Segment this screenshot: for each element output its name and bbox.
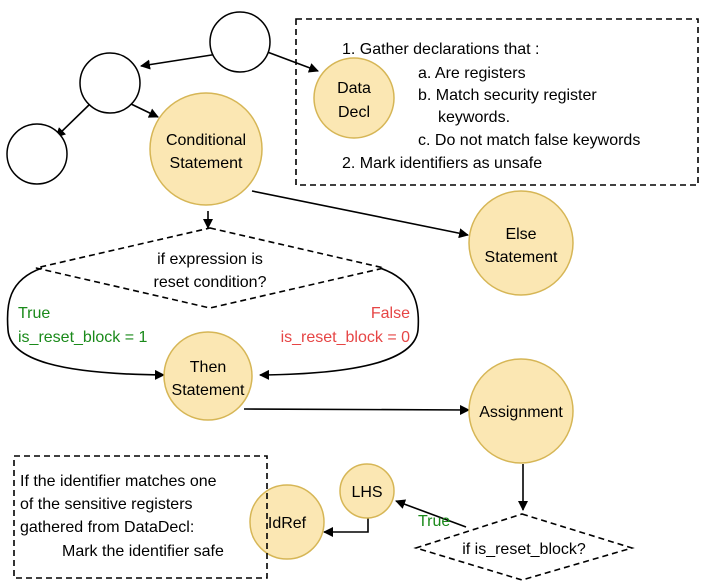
edge-then-to-assignment (243, 404, 470, 415)
node-conditional-statement: Conditional Statement (149, 92, 263, 206)
edge-decision2-to-lhs (395, 499, 467, 528)
decision-is-reset-block: if is_reset_block? (413, 513, 635, 581)
conditional-label-1: Conditional (166, 132, 246, 149)
false-assignment-label: is_reset_block = 0 (281, 329, 411, 346)
note-idref: If the identifier matches one of the sen… (13, 455, 268, 579)
node-assignment: Assignment (468, 358, 574, 464)
edge-false-to-then (259, 267, 420, 380)
edges (6, 49, 528, 537)
note1-line-4: keywords. (438, 109, 510, 126)
white-node-left (79, 52, 141, 114)
node-idref: IdRef (249, 484, 325, 560)
conditional-label-2: Statement (170, 155, 243, 172)
node-else-statement: Else Statement (468, 190, 574, 296)
node-then-statement: Then Statement (163, 331, 253, 421)
decision1-label-1: if expression is (157, 251, 263, 268)
edge-root-to-datadecl (261, 49, 319, 73)
note1-line-5: c. Do not match false keywords (418, 132, 640, 149)
lhs-label: LHS (351, 484, 382, 501)
decision-reset-condition: if expression is reset condition? (35, 227, 385, 309)
note1-line-1: 1. Gather declarations that : (342, 41, 539, 58)
edge-left-to-conditional (128, 102, 159, 118)
true-label: True (18, 305, 50, 322)
true-assignment-label: is_reset_block = 1 (18, 329, 148, 346)
note-data-decl: 1. Gather declarations that : a. Are reg… (295, 18, 699, 186)
note2-line-4: Mark the identifier safe (62, 543, 224, 560)
edge-conditional-to-else (251, 190, 469, 239)
note2-line-1: If the identifier matches one (20, 473, 217, 490)
data-decl-label-1: Data (337, 80, 371, 97)
then-label-1: Then (190, 359, 226, 376)
idref-label: IdRef (268, 515, 307, 532)
edge-true-to-then (6, 267, 165, 380)
edge-root-to-left (140, 53, 219, 70)
true-bottom-label: True (418, 513, 450, 530)
else-label-1: Else (505, 226, 536, 243)
node-lhs: LHS (339, 463, 395, 519)
note1-line-3: b. Match security register (418, 87, 597, 104)
else-label-2: Statement (485, 249, 558, 266)
note1-line-2: a. Are registers (418, 65, 526, 82)
node-data-decl: Data Decl (313, 57, 395, 139)
data-decl-label-2: Decl (338, 104, 370, 121)
edge-left-to-bottomleft (55, 102, 92, 138)
decision1-label-2: reset condition? (154, 274, 267, 291)
false-label: False (371, 305, 410, 322)
assignment-label: Assignment (479, 404, 563, 421)
white-node-bottom-left (6, 123, 68, 185)
note2-line-2: of the sensitive registers (20, 496, 193, 513)
white-node-root (209, 11, 271, 73)
note1-line-6: 2. Mark identifiers as unsafe (342, 155, 542, 172)
note2-line-3: gathered from DataDecl: (20, 519, 194, 536)
edge-lhs-to-idref (323, 513, 369, 537)
then-label-2: Statement (172, 382, 245, 399)
decision2-label: if is_reset_block? (462, 541, 586, 558)
